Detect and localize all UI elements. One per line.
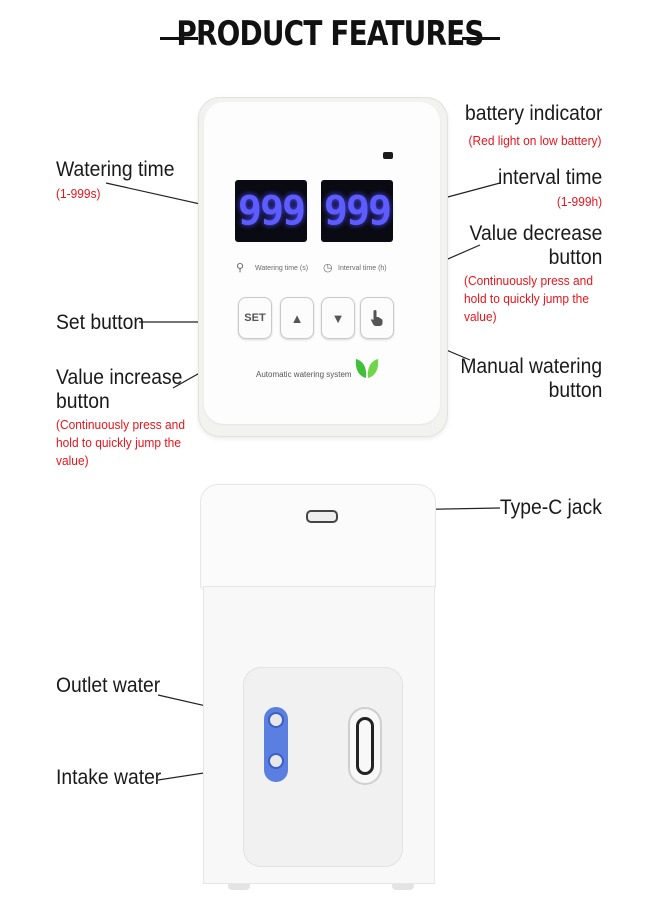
label-value-decrease-2: button <box>548 246 602 269</box>
triangle-up-icon: ▲ <box>290 310 304 326</box>
note-increase-3: value) <box>56 453 89 468</box>
title-dash-right <box>462 37 500 40</box>
foot-left <box>228 884 250 890</box>
label-intake-water: Intake water <box>56 766 162 789</box>
label-value-increase-2: button <box>56 390 110 413</box>
battery-indicator-led <box>383 152 393 159</box>
value-increase-button[interactable]: ▲ <box>280 297 314 339</box>
intake-water-port[interactable] <box>268 753 284 769</box>
type-c-port[interactable] <box>306 510 338 523</box>
triangle-down-icon: ▼ <box>331 310 345 326</box>
label-manual-watering: Manual watering <box>460 355 602 378</box>
outlet-water-port[interactable] <box>268 712 284 728</box>
note-decrease-3: value) <box>464 309 497 324</box>
note-battery: (Red light on low battery) <box>469 133 602 148</box>
hand-pointer-icon <box>371 310 383 326</box>
note-increase-2: hold to quickly jump the <box>56 435 181 450</box>
device-front-face <box>204 102 440 424</box>
note-decrease-2: hold to quickly jump the <box>464 291 589 306</box>
label-manual-watering-2: button <box>548 379 602 402</box>
label-watering-time: Watering time <box>56 158 175 181</box>
label-outlet-water: Outlet water <box>56 674 161 697</box>
label-battery-indicator: battery indicator <box>464 102 602 125</box>
label-interval-time: interval time <box>497 166 602 189</box>
note-watering-range: (1-999s) <box>56 186 101 201</box>
label-type-c: Type-C jack <box>499 496 602 519</box>
foot-right <box>392 884 414 890</box>
device-back-top <box>200 484 436 590</box>
watering-time-caption: Watering time (s) <box>255 265 309 272</box>
set-button[interactable]: SET <box>238 297 272 339</box>
interval-time-display: 999 <box>321 180 393 242</box>
label-value-decrease: Value decrease <box>469 222 602 245</box>
brand-text: Automatic watering system <box>256 370 352 379</box>
note-decrease-1: (Continuously press and <box>464 273 593 288</box>
interval-time-caption: Interval time (h) <box>338 265 387 272</box>
watering-time-display: 999 <box>235 180 307 242</box>
clock-icon: ◷ <box>323 262 333 274</box>
value-decrease-button[interactable]: ▼ <box>321 297 355 339</box>
faucet-icon: ⚲ <box>236 262 245 274</box>
manual-watering-button[interactable] <box>360 297 394 339</box>
hanging-slot <box>356 717 374 775</box>
page-title: PRODUCT FEATURES <box>176 14 484 54</box>
label-value-increase: Value increase <box>56 366 183 389</box>
label-set-button: Set button <box>56 311 145 334</box>
note-interval-range: (1-999h) <box>556 194 602 209</box>
note-increase-1: (Continuously press and <box>56 417 185 432</box>
title-dash-left <box>160 37 198 40</box>
leaf-logo-icon <box>355 359 379 378</box>
